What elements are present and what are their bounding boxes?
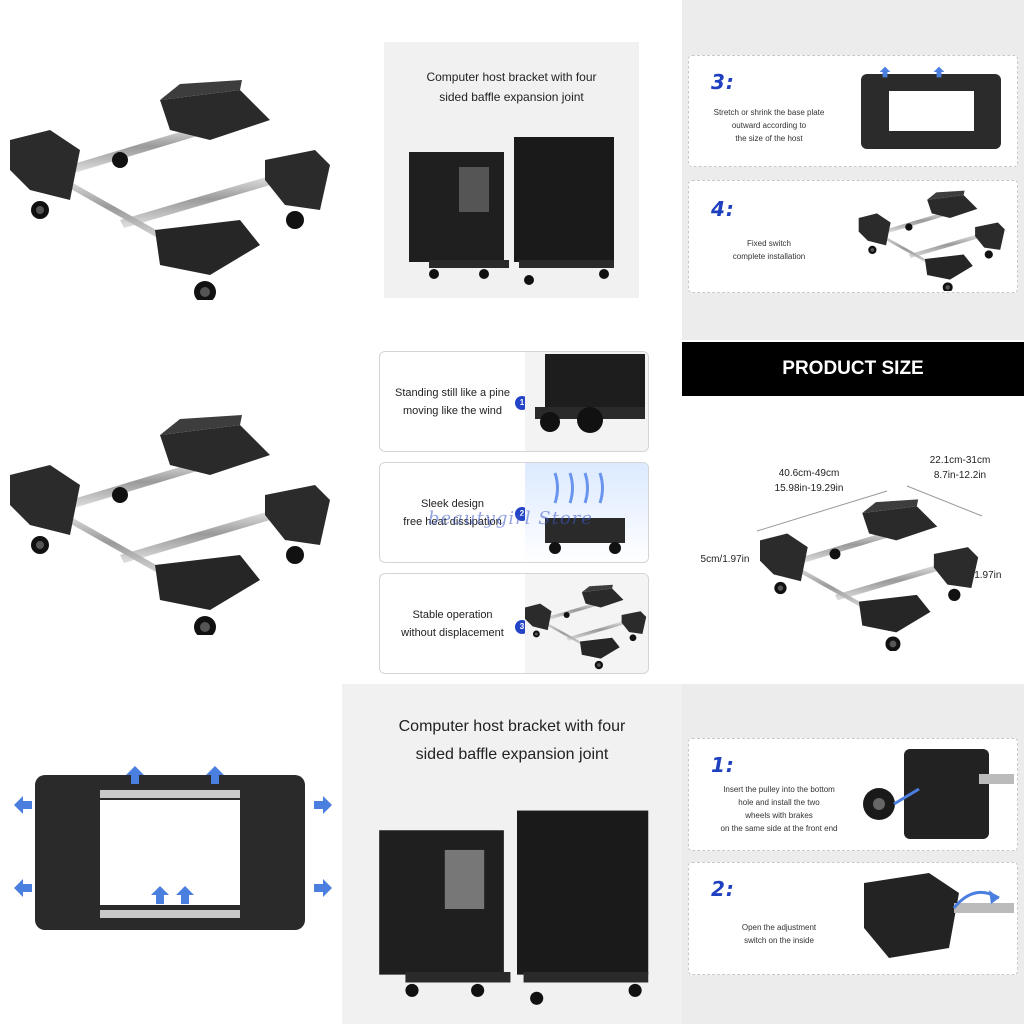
- step-text-line4: on the same side at the front end: [720, 824, 838, 833]
- step-text: Fixed switch complete installation: [699, 237, 839, 263]
- step-text-line1: Stretch or shrink the base plate: [713, 108, 825, 117]
- pulley-install-illustration: [863, 749, 1014, 839]
- feature-line2: moving like the wind: [402, 405, 503, 417]
- feature-card-1: Standing still like a pine moving like t…: [379, 351, 649, 452]
- adjustment-switch-illustration: [864, 873, 1014, 958]
- feature-photo-3: [525, 574, 648, 673]
- stand-photo-top-left: [10, 70, 340, 303]
- stand-photo-middle-left: [10, 405, 340, 638]
- card-title-line2: sided baffle expansion joint: [439, 90, 584, 104]
- width-in: 8.7in-12.2in: [933, 470, 987, 481]
- product-size-heading: PRODUCT SIZE: [682, 342, 1024, 396]
- height-left-label: 5cm/1.97in: [700, 554, 750, 565]
- step-card-1: 1: Insert the pulley into the bottom hol…: [688, 738, 1018, 851]
- width-label: 22.1cm-31cm 8.7in-12.2in: [910, 453, 1010, 483]
- step-text: Stretch or shrink the base plate outward…: [699, 106, 839, 145]
- step-card-2: 2: Open the adjustment switch on the ins…: [688, 862, 1018, 975]
- feature-photo-2: [525, 463, 648, 562]
- pc-towers-illustration: [409, 137, 614, 285]
- step-text: Open the adjustment switch on the inside: [699, 921, 859, 947]
- feature-photo-1: [525, 352, 648, 451]
- feature-card-3: Stable operation without displacement 3: [379, 573, 649, 674]
- step-text-line1: Fixed switch: [746, 239, 791, 248]
- feature-line1: Standing still like a pine: [395, 387, 510, 399]
- step-text: Insert the pulley into the bottom hole a…: [699, 783, 859, 835]
- card-title-line1: Computer host bracket with four: [398, 718, 626, 735]
- feature-line2: without displacement: [401, 627, 504, 639]
- step-text-line2: complete installation: [732, 252, 806, 261]
- feature-line1: Stable operation: [412, 609, 493, 621]
- length-label: 40.6cm-49cm 15.98in-19.29in: [754, 466, 864, 496]
- expansion-top-view: [5, 760, 340, 940]
- length-cm: 40.6cm-49cm: [778, 468, 840, 479]
- product-size-diagram: 40.6cm-49cm 15.98in-19.29in 22.1cm-31cm …: [682, 396, 1024, 676]
- step-text-line1: Open the adjustment: [741, 923, 817, 932]
- step-text-line3: the size of the host: [735, 134, 803, 143]
- feature-text: Sleek design free heat dissipation: [380, 495, 525, 531]
- step-number: 1:: [711, 753, 735, 777]
- step-text-line1: Insert the pulley into the bottom: [723, 785, 835, 794]
- height-right-label: 5cm/1.97in: [952, 570, 1002, 581]
- dimension-lines: [756, 485, 983, 532]
- feature-line2: free heat dissipation: [403, 516, 502, 528]
- step-text-line2: switch on the inside: [744, 936, 814, 945]
- step-text-line2: outward according to: [731, 121, 807, 130]
- feature-line1: Sleek design: [421, 498, 484, 510]
- step-card-3: 3: Stretch or shrink the base plate outw…: [688, 55, 1018, 167]
- step-text-line2: hole and install the two: [738, 798, 820, 807]
- installed-stand-illustration: [858, 190, 1005, 291]
- store-watermark: beautygirl Store: [428, 508, 593, 529]
- feature-card-2: Sleek design free heat dissipation 2: [379, 462, 649, 563]
- length-in: 15.98in-19.29in: [774, 483, 844, 494]
- step-text-line3: wheels with brakes: [745, 811, 813, 820]
- host-bracket-card-top: Computer host bracket with four sided ba…: [384, 42, 639, 298]
- width-cm: 22.1cm-31cm: [929, 455, 991, 466]
- card-title-line2: sided baffle expansion joint: [415, 746, 609, 763]
- step-number: 4:: [711, 197, 735, 221]
- card-title-line1: Computer host bracket with four: [426, 70, 597, 84]
- expansion-illustration-small: [861, 66, 1001, 149]
- feature-text: Standing still like a pine moving like t…: [380, 384, 525, 420]
- feature-text: Stable operation without displacement: [380, 606, 525, 642]
- stand-dimension-photo: [760, 499, 979, 651]
- pc-towers-illustration: [379, 810, 649, 1005]
- host-bracket-card-bottom: Computer host bracket with four sided ba…: [342, 684, 682, 1024]
- step-number: 2:: [711, 877, 735, 901]
- step-number: 3:: [711, 70, 735, 94]
- step-card-4: 4: Fixed switch complete installation: [688, 180, 1018, 293]
